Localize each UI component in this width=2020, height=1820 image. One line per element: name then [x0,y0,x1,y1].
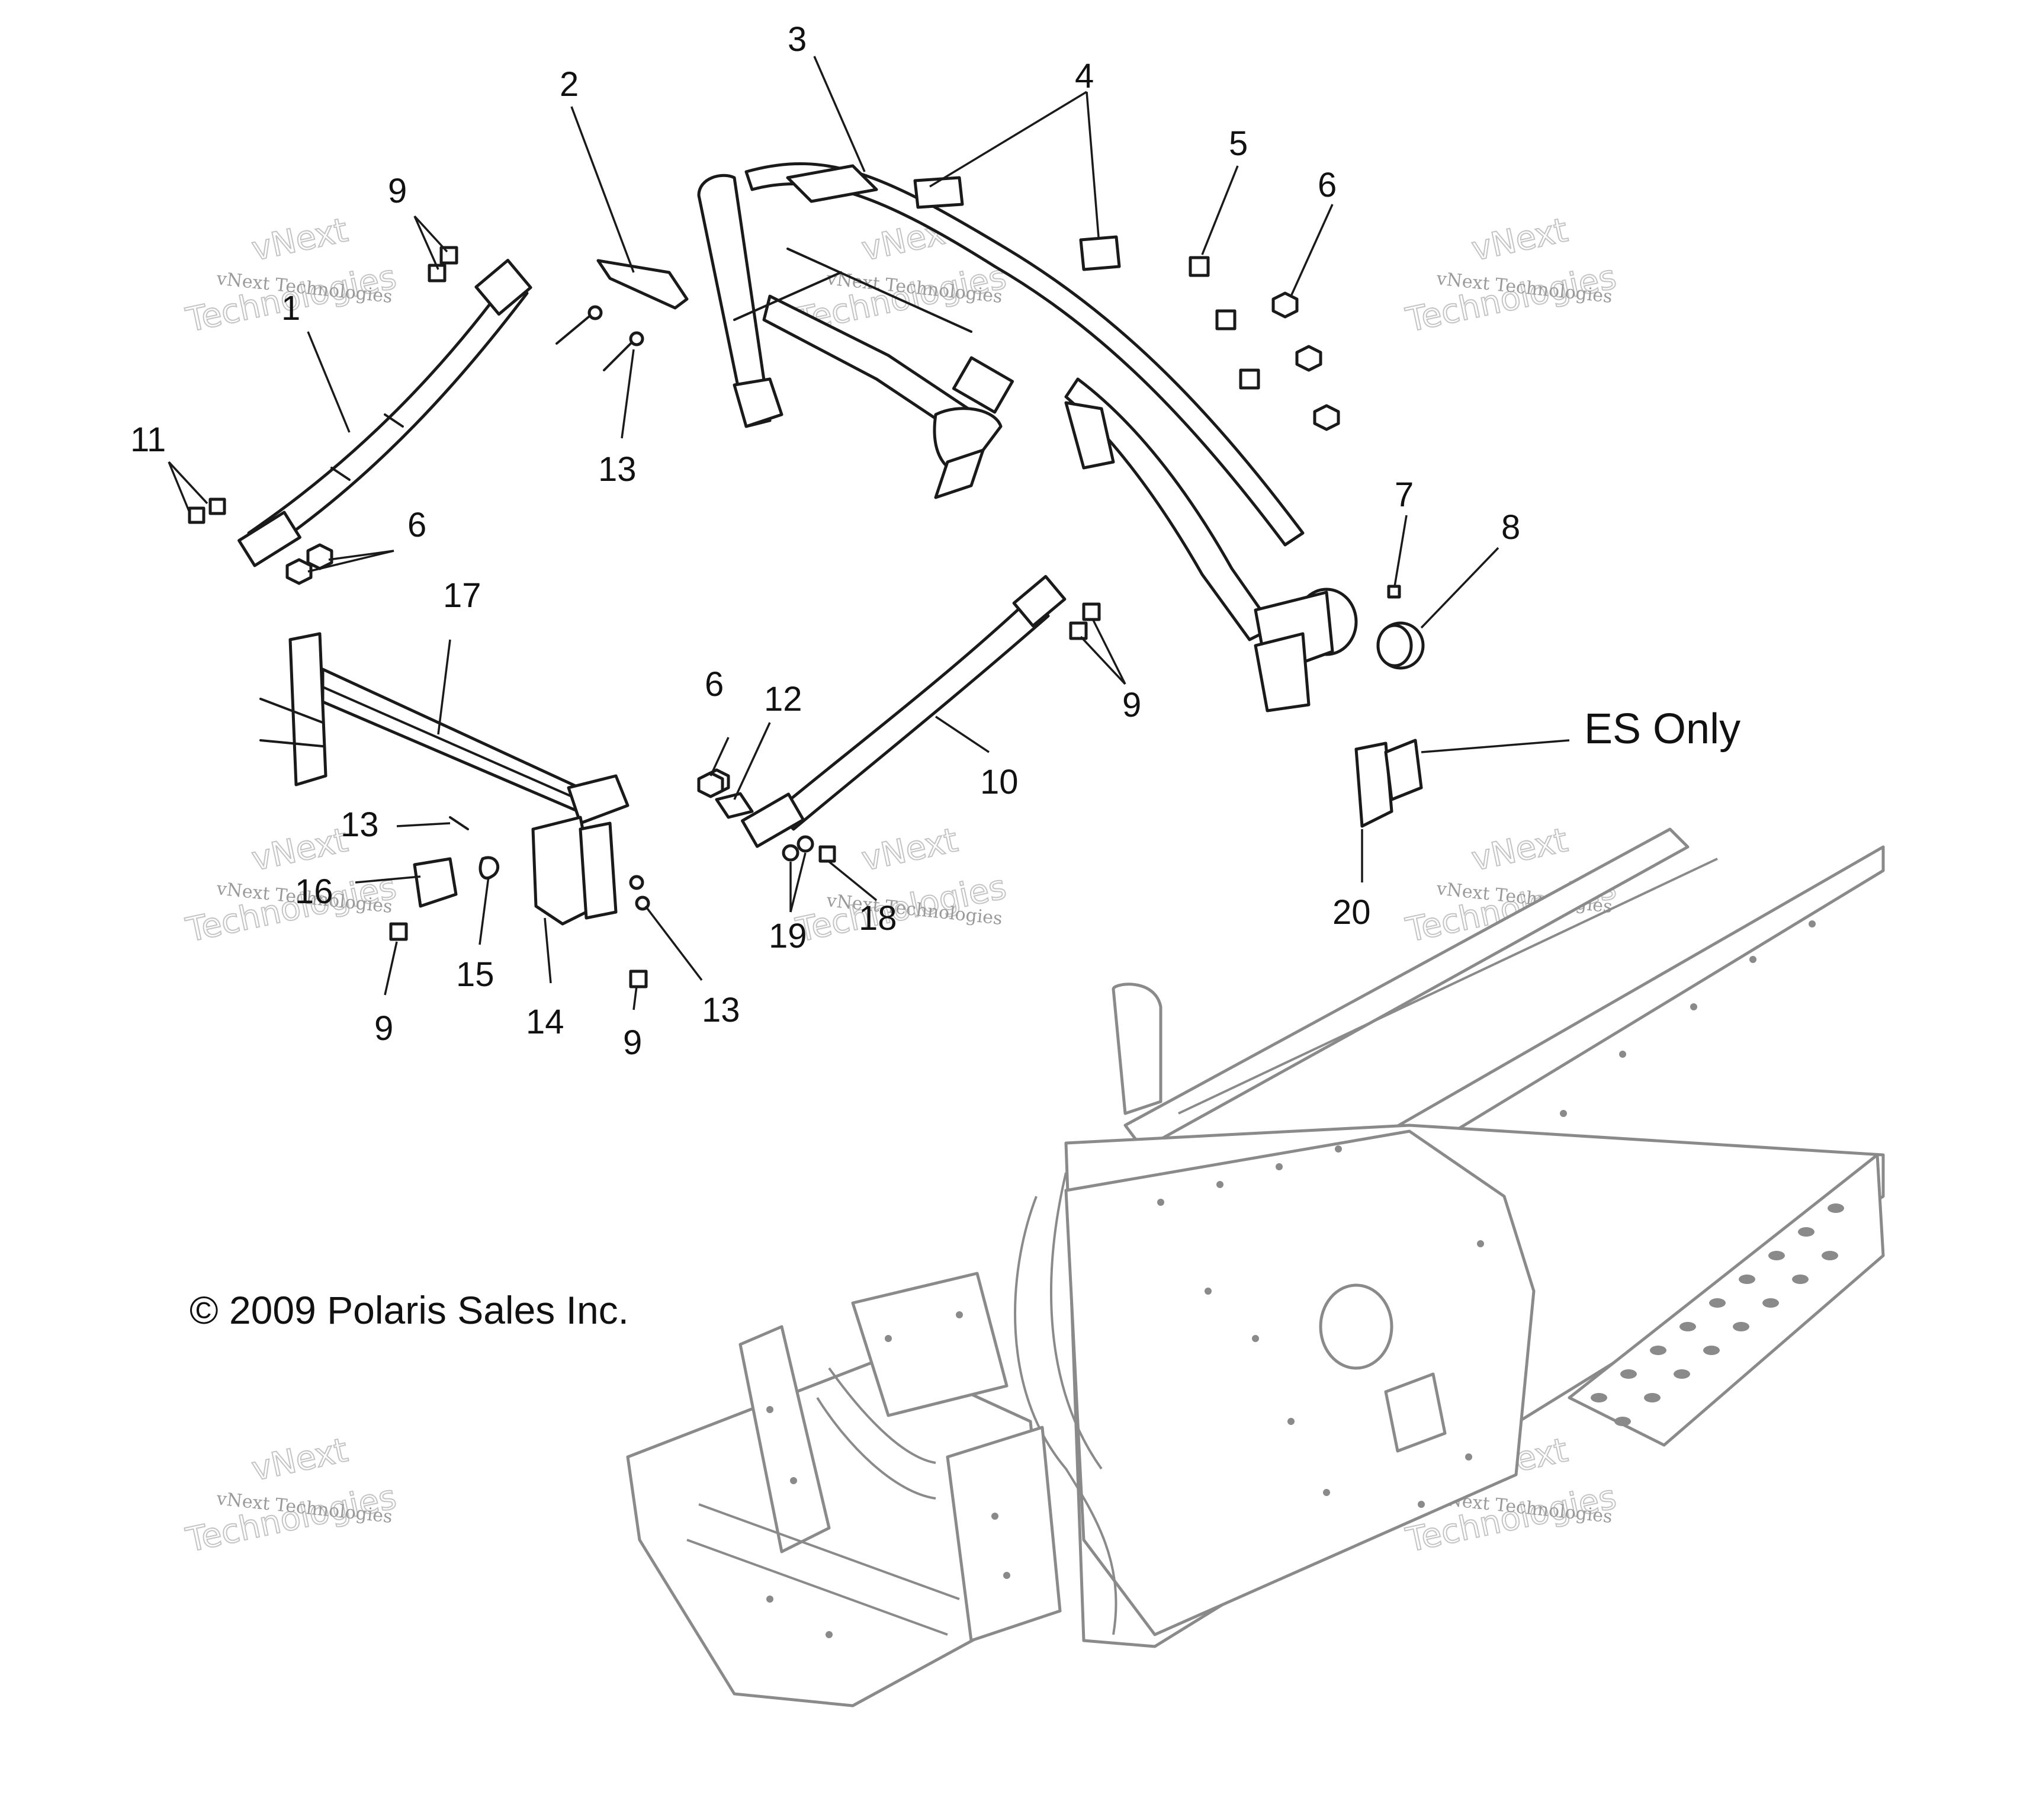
part-5-bolts [1189,256,1260,390]
front-crossbar [698,1503,960,1600]
part-2-bracket [596,259,689,310]
callout-17: 17 [443,576,481,615]
chassis-side-plate [1064,1129,1536,1636]
part-14-bracket [531,816,618,926]
bulkhead-curve [1014,1196,1117,1635]
part-3-front-frame [697,162,1358,712]
part-9-bolts-mid [389,922,648,988]
part-7-clip [1387,585,1401,599]
svg-text:vNext: vNext [858,821,961,879]
callout-16: 16 [295,872,333,911]
callout-20: 20 [1332,893,1371,932]
callout-13: 13 [598,450,637,489]
callout-13: 13 [702,991,740,1029]
callout-2: 2 [560,65,579,104]
front-mount-plate-right [946,1426,1062,1642]
callout-7: 7 [1395,476,1414,514]
part-6-nuts-right [1271,291,1340,431]
tunnel-rail-line [1178,858,1718,1115]
callout-4: 4 [1075,57,1094,95]
chassis-rivets [766,920,1816,1638]
front-crossbar-2 [686,1539,948,1636]
part-17-cross-member [259,632,630,825]
callout-14: 14 [526,1003,564,1041]
tunnel-rail-upper [1123,827,1690,1151]
callout-15: 15 [456,955,494,994]
callout-6: 6 [407,506,426,544]
svg-text:vNext: vNext [248,211,351,269]
callout-9: 9 [374,1009,393,1048]
callout-18: 18 [859,899,897,938]
callout-8: 8 [1501,508,1520,547]
heat-exchanger-holes [1591,1203,1844,1426]
callout-5: 5 [1229,124,1248,163]
part-13-rivets-mid [449,816,650,911]
part-13-rivets-top [555,305,644,371]
bulkhead-curve-inner [1050,1172,1103,1470]
front-arc-1 [828,1367,936,1464]
front-arc-2 [816,1397,936,1500]
callout-11: 11 [130,421,166,459]
callout-9: 9 [1122,686,1141,724]
side-plate-cutout [1319,1283,1393,1370]
callout-6: 6 [1318,166,1337,204]
part-9-bolts-right [1069,602,1101,640]
part-20-es-bracket [1354,739,1423,828]
part-11-bolts [188,497,226,524]
callout-labels: 1 2 3 4 5 6 6 6 7 8 9 9 9 9 10 11 12 13 … [130,20,1520,1062]
watermark-bottom-left: vNext Technologies vNext Technologies [182,1430,400,1561]
callout-9: 9 [623,1023,642,1062]
callout-12: 12 [764,680,802,718]
chassis-assembly [626,827,1885,1707]
part-6-nuts-left [285,543,333,585]
part-1-tube [237,259,532,567]
callout-13: 13 [341,805,379,844]
callout-6: 6 [705,665,724,704]
svg-text:vNext: vNext [248,1431,351,1489]
es-only-label: ES Only [1584,705,1740,753]
part-8-cap [1376,621,1425,670]
svg-text:vNext: vNext [1468,211,1571,269]
copyright-notice: © 2009 Polaris Sales Inc. [190,1288,629,1332]
watermark-top-right: vNext Technologies vNext Technologies [1402,210,1620,341]
chassis-front-post [1112,983,1162,1115]
callout-10: 10 [980,763,1019,801]
part-15-clip [478,856,500,879]
part-4-pads [913,176,1121,271]
side-plate-window [1384,1372,1447,1453]
callout-9: 9 [388,172,407,210]
front-mount-plate-top [851,1272,1009,1417]
part-9-bolts-top [428,246,458,283]
leader-lines [168,56,1570,1010]
callout-1: 1 [281,289,300,328]
svg-text:vNext: vNext [248,821,351,879]
part-6-nut-mid [697,771,724,798]
callout-3: 3 [788,20,807,59]
callout-19: 19 [769,917,807,955]
part-18-19-hardware [782,835,836,863]
part-16-bracket [413,857,458,908]
front-mount-plate-left [738,1325,831,1553]
svg-text:vNext: vNext [1468,821,1571,879]
watermark-mid-center: vNext Technologies vNext Technologies [792,820,1010,951]
part-10-tube [741,574,1067,848]
